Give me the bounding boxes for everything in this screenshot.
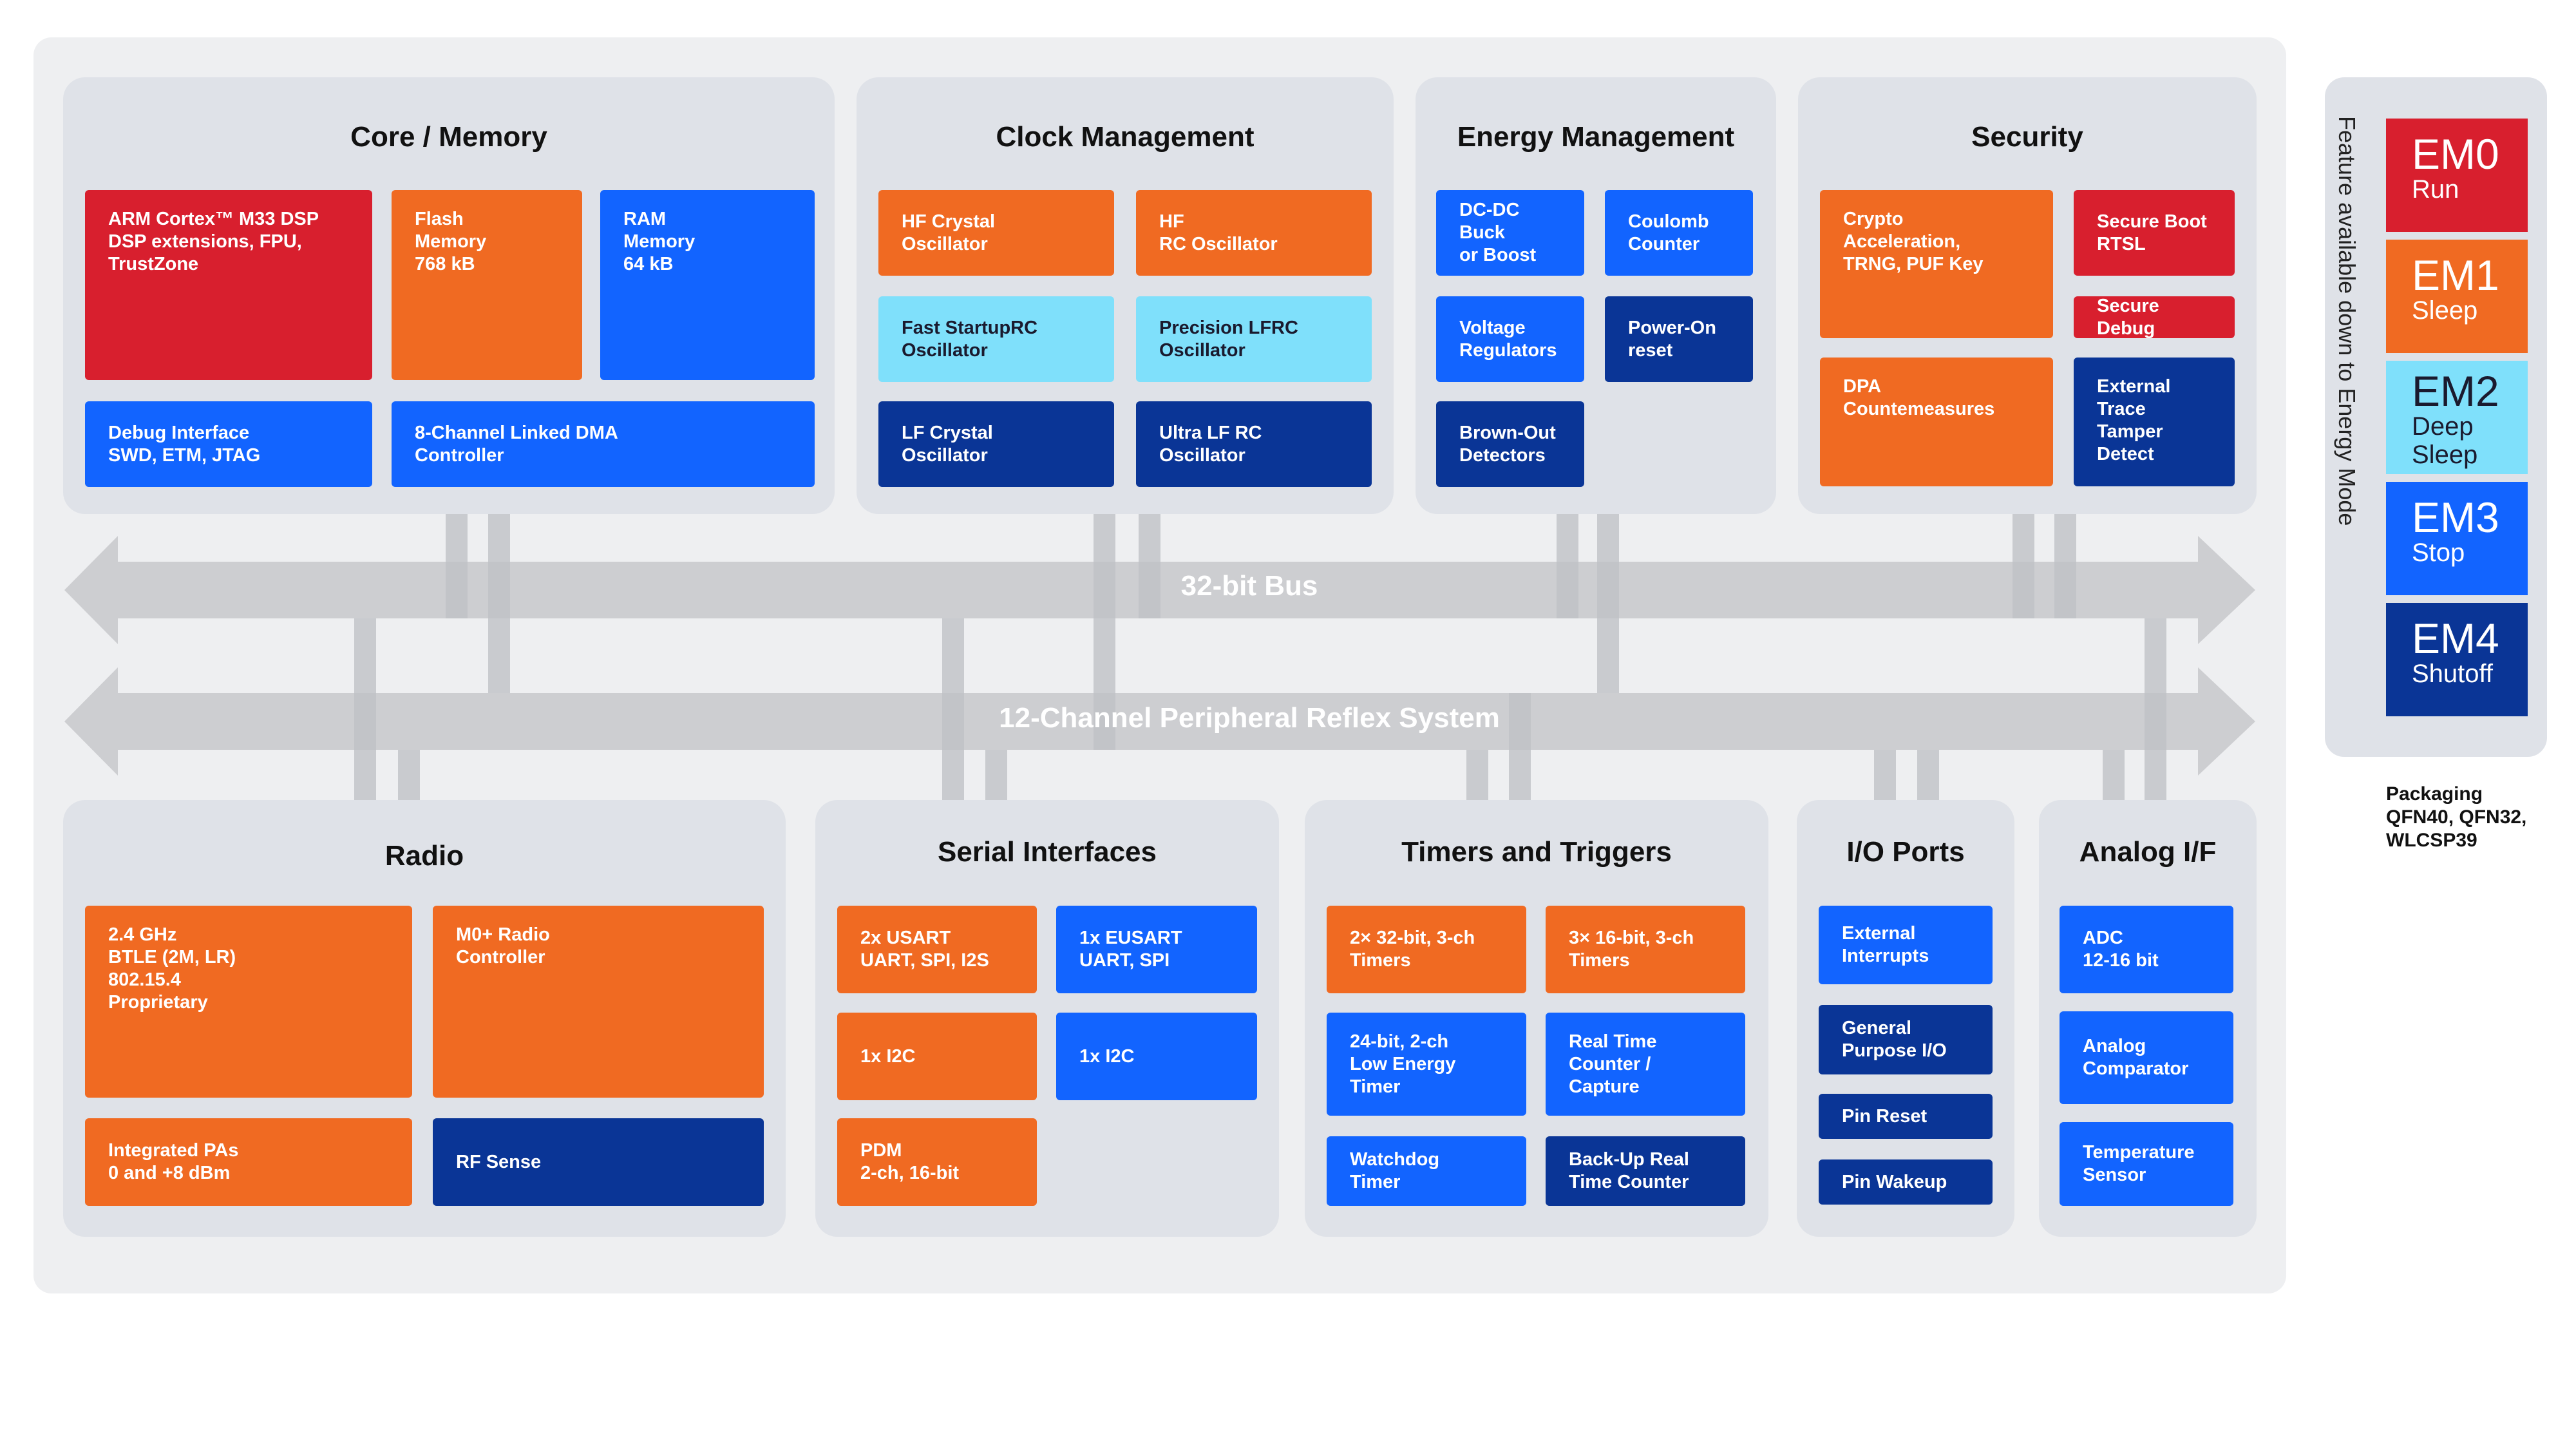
i2c-block-a: 1x I2C bbox=[837, 1013, 1037, 1100]
legend-vertical-label: Feature available down to Energy Mode bbox=[2334, 116, 2360, 526]
pin-wakeup-block: Pin Wakeup bbox=[1819, 1159, 1993, 1205]
secure-boot-block: Secure Boot RTSL bbox=[2074, 190, 2235, 276]
core-memory-panel: Core / Memory ARM Cortex™ M33 DSP DSP ex… bbox=[63, 77, 835, 514]
m0-radio-controller-block: M0+ Radio Controller bbox=[433, 906, 764, 1098]
radio-panel: Radio 2.4 GHz BTLE (2M, LR) 802.15.4 Pro… bbox=[63, 800, 786, 1237]
pdm-block: PDM 2-ch, 16-bit bbox=[837, 1118, 1037, 1206]
core-memory-title: Core / Memory bbox=[350, 121, 547, 153]
bus-32bit-label: 32-bit Bus bbox=[1180, 570, 1318, 602]
temperature-sensor-block: Temperature Sensor bbox=[2060, 1122, 2233, 1206]
ultra-lf-rc-block: Ultra LF RC Oscillator bbox=[1136, 401, 1372, 487]
analog-title: Analog I/F bbox=[2079, 836, 2217, 868]
hf-rc-block: HF RC Oscillator bbox=[1136, 190, 1372, 276]
backup-rtc-block: Back-Up Real Time Counter bbox=[1546, 1136, 1745, 1206]
analog-comparator-block: Analog Comparator bbox=[2060, 1011, 2233, 1104]
timers-16bit-block: 3× 16-bit, 3-ch Timers bbox=[1546, 906, 1745, 993]
serial-interfaces-title: Serial Interfaces bbox=[938, 836, 1157, 868]
brown-out-block: Brown-Out Detectors bbox=[1436, 401, 1584, 487]
security-title: Security bbox=[1971, 121, 2083, 153]
hf-crystal-block: HF Crystal Oscillator bbox=[878, 190, 1114, 276]
precision-lfrc-block: Precision LFRC Oscillator bbox=[1136, 296, 1372, 382]
bus-prs-arrow bbox=[64, 667, 2255, 776]
em2-label: EM2 bbox=[2412, 367, 2499, 415]
adc-block: ADC 12-16 bit bbox=[2060, 906, 2233, 993]
io-ports-panel: I/O Ports External Interrupts General Pu… bbox=[1797, 800, 2014, 1237]
em0-sub: Run bbox=[2412, 175, 2459, 204]
timers-title: Timers and Triggers bbox=[1401, 836, 1672, 868]
ram-memory-block: RAM Memory 64 kB bbox=[600, 190, 815, 380]
pin-reset-block: Pin Reset bbox=[1819, 1094, 1993, 1139]
integrated-pas-block: Integrated PAs 0 and +8 dBm bbox=[85, 1118, 412, 1206]
energy-management-title: Energy Management bbox=[1457, 121, 1735, 153]
eusart-block: 1x EUSART UART, SPI bbox=[1056, 906, 1257, 993]
fast-startup-rc-block: Fast StartupRC Oscillator bbox=[878, 296, 1114, 382]
timers-32bit-block: 2× 32-bit, 3-ch Timers bbox=[1327, 906, 1526, 993]
em4-label: EM4 bbox=[2412, 615, 2499, 662]
low-energy-timer-block: 24-bit, 2-ch Low Energy Timer bbox=[1327, 1013, 1526, 1116]
bus-prs-label: 12-Channel Peripheral Reflex System bbox=[999, 702, 1500, 734]
em2-sub: Deep Sleep bbox=[2412, 412, 2478, 469]
voltage-regulators-block: Voltage Regulators bbox=[1436, 296, 1584, 382]
bus-arrows bbox=[64, 536, 2255, 776]
i2c-block-b: 1x I2C bbox=[1056, 1013, 1257, 1100]
dcdc-block: DC-DC Buck or Boost bbox=[1436, 190, 1584, 276]
io-ports-title: I/O Ports bbox=[1846, 836, 1965, 868]
em2-mode: EM2 Deep Sleep bbox=[2386, 361, 2528, 474]
serial-interfaces-panel: Serial Interfaces 2x USART UART, SPI, I2… bbox=[815, 800, 1279, 1237]
security-panel: Security Crypto Acceleration, TRNG, PUF … bbox=[1798, 77, 2257, 514]
timers-panel: Timers and Triggers 2× 32-bit, 3-ch Time… bbox=[1305, 800, 1768, 1237]
em1-label: EM1 bbox=[2412, 251, 2499, 299]
coulomb-counter-block: Coulomb Counter bbox=[1605, 190, 1753, 276]
packaging-note: Packaging QFN40, QFN32, WLCSP39 bbox=[2386, 783, 2527, 851]
tamper-detect-block: External Trace Tamper Detect bbox=[2074, 358, 2235, 486]
radio-title: Radio bbox=[384, 840, 464, 872]
em1-mode: EM1 Sleep bbox=[2386, 240, 2528, 353]
rtc-capture-block: Real Time Counter / Capture bbox=[1546, 1013, 1745, 1116]
gpio-block: General Purpose I/O bbox=[1819, 1005, 1993, 1074]
radio-24ghz-block: 2.4 GHz BTLE (2M, LR) 802.15.4 Proprieta… bbox=[85, 906, 412, 1098]
dpa-block: DPA Countemeasures bbox=[1820, 358, 2053, 486]
flash-memory-block: Flash Memory 768 kB bbox=[392, 190, 582, 380]
rf-sense-block: RF Sense bbox=[433, 1118, 764, 1206]
crypto-block: Crypto Acceleration, TRNG, PUF Key bbox=[1820, 190, 2053, 338]
debug-interface-block: Debug Interface SWD, ETM, JTAG bbox=[85, 401, 372, 487]
external-interrupts-block: External Interrupts bbox=[1819, 906, 1993, 984]
em1-sub: Sleep bbox=[2412, 296, 2478, 325]
em0-mode: EM0 Run bbox=[2386, 119, 2528, 232]
arm-cortex-block: ARM Cortex™ M33 DSP DSP extensions, FPU,… bbox=[85, 190, 372, 380]
usart-block: 2x USART UART, SPI, I2S bbox=[837, 906, 1037, 993]
energy-management-panel: Energy Management DC-DC Buck or Boost Co… bbox=[1416, 77, 1776, 514]
em3-mode: EM3 Stop bbox=[2386, 482, 2528, 595]
lf-crystal-block: LF Crystal Oscillator bbox=[878, 401, 1114, 487]
analog-panel: Analog I/F ADC 12-16 bit Analog Comparat… bbox=[2039, 800, 2257, 1237]
clock-management-panel: Clock Management HF Crystal Oscillator H… bbox=[857, 77, 1394, 514]
em4-mode: EM4 Shutoff bbox=[2386, 603, 2528, 716]
power-on-reset-block: Power-On reset bbox=[1605, 296, 1753, 382]
secure-debug-block: Secure Debug bbox=[2074, 296, 2235, 339]
em0-label: EM0 bbox=[2412, 130, 2499, 178]
em3-sub: Stop bbox=[2412, 539, 2465, 567]
dma-controller-block: 8-Channel Linked DMA Controller bbox=[392, 401, 815, 487]
clock-management-title: Clock Management bbox=[996, 121, 1255, 153]
watchdog-timer-block: Watchdog Timer bbox=[1327, 1136, 1526, 1206]
em3-label: EM3 bbox=[2412, 493, 2499, 541]
em4-sub: Shutoff bbox=[2412, 660, 2494, 688]
